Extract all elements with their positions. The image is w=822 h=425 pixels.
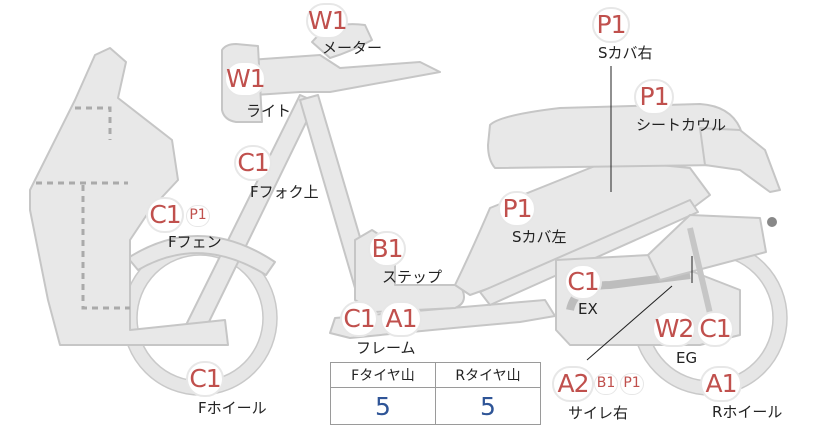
front-tire-header: Fタイヤ山	[330, 362, 436, 388]
front-fender-grade-badge-1: C1	[146, 197, 184, 233]
side-cover-right-grade-badge: P1	[592, 7, 630, 43]
meter-label: メーター	[322, 39, 383, 57]
rear-wheel-label: Rホイール	[712, 403, 783, 421]
fork-upper-grade-badge: C1	[234, 145, 272, 181]
front-fender-grade-badge-2: P1	[186, 205, 210, 227]
front-wheel-grade-badge: C1	[186, 361, 224, 397]
step-grade-badge: B1	[368, 231, 406, 267]
muffler-shape	[647, 214, 767, 281]
front-fender-label: Fフェン	[168, 233, 222, 251]
meter-grade-badge: W1	[306, 3, 348, 39]
tire-tread-table: Fタイヤ山 Rタイヤ山 5 5	[330, 362, 541, 425]
handlebar-shape	[247, 54, 441, 96]
engine-grade-badge-1: W2	[652, 311, 696, 347]
front-wheel-label: Fホイール	[198, 399, 267, 417]
muffler-right-label: サイレ右	[568, 404, 629, 422]
side-cover-left-label: Sカバ左	[512, 228, 567, 246]
rear-tire-value: 5	[435, 387, 541, 425]
muffler-right-grade-badge-1: A2	[552, 366, 594, 402]
engine-label: EG	[676, 349, 698, 367]
light-label: ライト	[246, 102, 292, 120]
front-fender-shape	[127, 234, 276, 276]
seat-cowl-label: シートカウル	[636, 116, 727, 134]
muffler-right-grade-badge-3: P1	[620, 373, 644, 395]
fork-upper-label: Fフォク上	[250, 183, 319, 201]
frame-grade-badge-2: A1	[380, 301, 422, 337]
rear-rail-shape	[479, 199, 699, 306]
muffler-right-grade-badge-2: B1	[594, 373, 618, 395]
exhaust-label: EX	[578, 300, 598, 318]
side-cover-right-label: Sカバ右	[598, 44, 653, 62]
frame-label: フレーム	[356, 339, 416, 357]
frame-grade-badge-1: C1	[340, 301, 378, 337]
seat-cowl-grade-badge: P1	[634, 79, 674, 115]
light-grade-badge: W1	[224, 61, 266, 97]
step-label: ステップ	[382, 268, 443, 286]
exhaust-grade-badge: C1	[564, 264, 602, 300]
rear-tire-header: Rタイヤ山	[435, 362, 541, 388]
rear-wheel-grade-badge: A1	[700, 366, 742, 402]
front-tire-value: 5	[330, 387, 436, 425]
engine-grade-badge-2: C1	[696, 311, 734, 347]
rear-cowl-shape	[699, 127, 781, 193]
side-cover-left-grade-badge: P1	[498, 191, 536, 227]
